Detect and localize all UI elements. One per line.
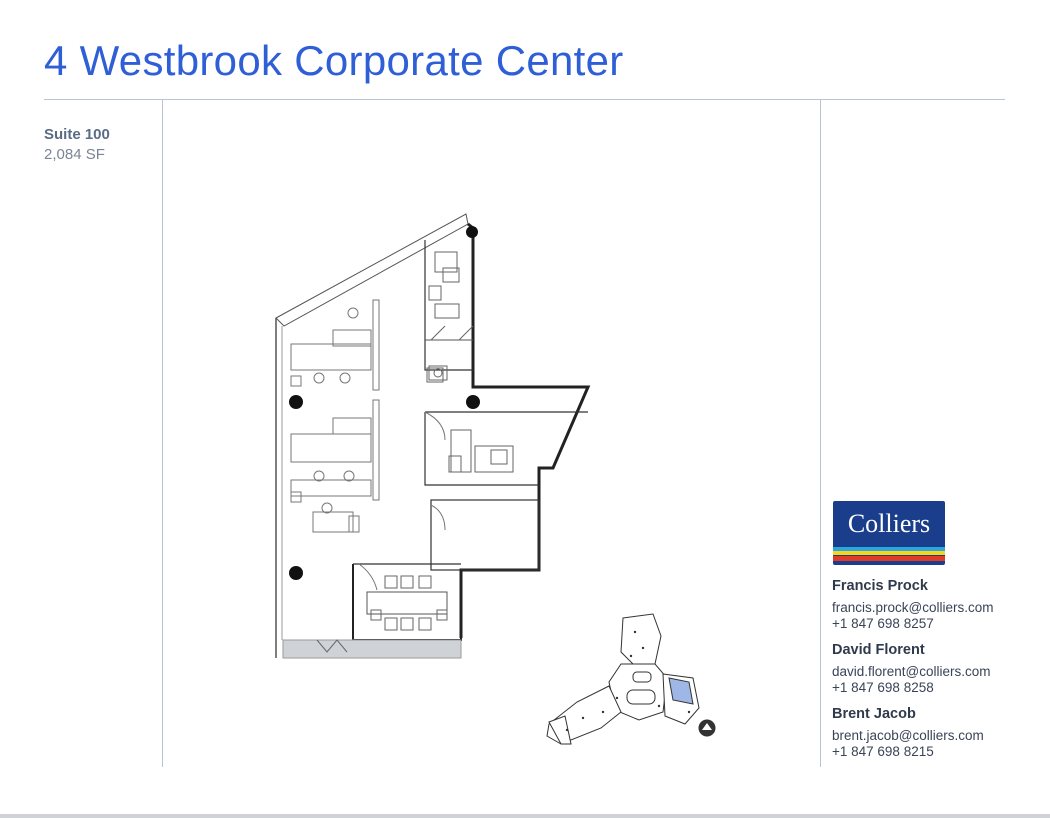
storage-room xyxy=(430,499,540,571)
colliers-logo: Colliers xyxy=(833,501,945,565)
contact-phone[interactable]: +1 847 698 8258 xyxy=(832,680,934,695)
left-column-divider xyxy=(162,100,163,767)
north-arrow-icon xyxy=(698,719,716,737)
footer-bar xyxy=(0,814,1050,818)
structural-columns xyxy=(289,226,480,580)
workstations xyxy=(290,299,380,533)
entry-corridor xyxy=(282,639,462,659)
contact-phone[interactable]: +1 847 698 8215 xyxy=(832,744,934,759)
contact-email[interactable]: david.florent@colliers.com xyxy=(832,664,991,679)
interior-wall-right xyxy=(459,228,591,638)
suite-floor-plan-drawing xyxy=(275,213,591,659)
building-key-plan xyxy=(546,613,716,745)
conference-room xyxy=(352,564,462,641)
right-column-divider xyxy=(820,100,821,767)
header-divider xyxy=(44,99,1005,100)
contact-francis-prock: Francis Prock francis.prock@colliers.com… xyxy=(832,578,994,632)
contact-brent-jacob: Brent Jacob brent.jacob@colliers.com +1 … xyxy=(832,706,984,760)
contact-name: Francis Prock xyxy=(832,578,928,594)
office-top xyxy=(424,240,473,371)
contact-phone[interactable]: +1 847 698 8257 xyxy=(832,616,934,631)
floor-plan xyxy=(275,213,716,745)
logo-text: Colliers xyxy=(847,509,931,538)
contact-email[interactable]: francis.prock@colliers.com xyxy=(832,600,994,615)
contact-name: David Florent xyxy=(832,642,925,658)
suite-name: Suite 100 xyxy=(44,126,110,143)
contact-david-florent: David Florent david.florent@colliers.com… xyxy=(832,642,991,696)
suite-highlight xyxy=(668,677,694,705)
contact-name: Brent Jacob xyxy=(832,706,916,722)
contact-email[interactable]: brent.jacob@colliers.com xyxy=(832,728,984,743)
suite-size: 2,084 SF xyxy=(44,146,105,163)
office-middle xyxy=(424,412,539,486)
page-title: 4 Westbrook Corporate Center xyxy=(44,37,624,84)
window-wall xyxy=(275,213,469,327)
